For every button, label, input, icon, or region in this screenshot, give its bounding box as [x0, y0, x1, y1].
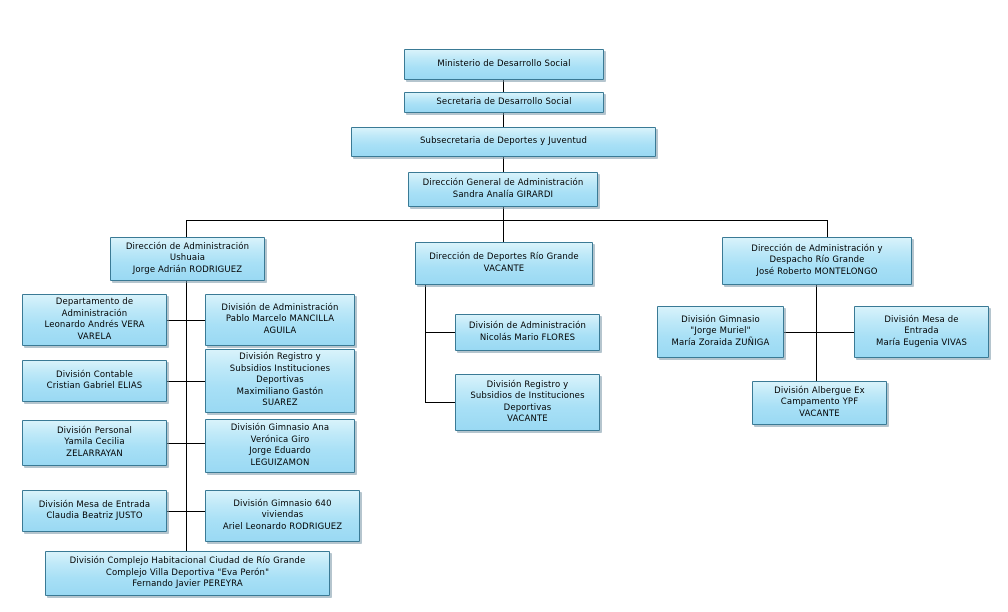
node-division-administracion-rio-grande[interactable]: División de Administración Nicolás Mario… — [455, 314, 600, 351]
node-subsecretaria-deportes-juventud[interactable]: Subsecretaria de Deportes y Juventud — [351, 127, 656, 157]
node-division-complejo-habitacional[interactable]: División Complejo Habitacional Ciudad de… — [45, 551, 330, 596]
connector-deportes-rg-spine — [425, 285, 426, 403]
node-division-administracion-ushuaia[interactable]: División de Administración Pablo Marcelo… — [205, 294, 355, 346]
node-division-personal[interactable]: División Personal Yamila Cecilia ZELARRA… — [22, 420, 167, 466]
node-division-mesa-entrada-ushuaia[interactable]: División Mesa de Entrada Claudia Beatriz… — [22, 490, 167, 532]
node-departamento-administracion[interactable]: Departamento de Administración Leonardo … — [22, 294, 167, 346]
connector-secretaria-subsecretaria — [503, 113, 504, 127]
node-label: Dirección de Administración y Despacho R… — [751, 243, 883, 277]
connector-ushuaia-spine — [186, 281, 187, 566]
node-division-gimnasio-640-viviendas[interactable]: División Gimnasio 640 viviendas Ariel Le… — [205, 490, 360, 542]
node-label: División Personal Yamila Cecilia ZELARRA… — [56, 425, 133, 459]
node-label: Dirección de Administración Ushuaia Jorg… — [125, 241, 250, 275]
node-division-contable[interactable]: División Contable Cristian Gabriel ELIAS — [22, 360, 167, 402]
node-label: Dirección General de Administración Sand… — [422, 178, 584, 200]
connector-drop-despacho-rg — [827, 220, 828, 237]
node-division-registro-subsidios-ushuaia[interactable]: División Registro y Subsidios Institucio… — [205, 349, 355, 413]
node-direccion-deportes-rio-grande[interactable]: Dirección de Deportes Río Grande VACANTE — [415, 242, 593, 285]
node-label: Subsecretaria de Deportes y Juventud — [419, 136, 588, 147]
connector-ushuaia-stub-3-right — [186, 443, 205, 444]
connector-ushuaia-stub-2-right — [186, 381, 205, 382]
connector-despacho-rg-stub-left — [784, 332, 816, 333]
connector-ushuaia-stub-4-left — [167, 511, 186, 512]
node-division-gimnasio-ana-veronica-giro[interactable]: División Gimnasio Ana Verónica Giro Jorg… — [205, 419, 355, 473]
connector-despacho-rg-stub-right — [816, 332, 854, 333]
node-direccion-administracion-ushuaia[interactable]: Dirección de Administración Ushuaia Jorg… — [110, 237, 265, 281]
node-division-registro-subsidios-rio-grande[interactable]: División Registro y Subsidios de Institu… — [455, 374, 600, 431]
connector-ushuaia-stub-3-left — [167, 443, 186, 444]
node-division-gimnasio-jorge-muriel[interactable]: División Gimnasio "Jorge Muriel" María Z… — [657, 306, 784, 358]
node-direccion-administracion-despacho-rio-grande[interactable]: Dirección de Administración y Despacho R… — [722, 237, 912, 285]
node-label: Dirección de Deportes Río Grande VACANTE — [429, 252, 579, 274]
node-division-albergue-ex-campamento-ypf[interactable]: División Albergue Ex Campamento YPF VACA… — [752, 381, 887, 425]
connector-direccion-general-down — [503, 207, 504, 220]
connector-drop-deportes-rg — [503, 220, 504, 242]
connector-level3-distributor — [186, 220, 828, 221]
node-label: Ministerio de Desarrollo Social — [437, 58, 571, 69]
connector-drop-ushuaia — [186, 220, 187, 237]
node-label: División Registro y Subsidios Institucio… — [229, 352, 331, 409]
node-label: División Mesa de Entrada María Eugenia V… — [875, 314, 967, 348]
node-label: División Gimnasio "Jorge Muriel" María Z… — [671, 314, 770, 348]
node-label: División de Administración Nicolás Mario… — [468, 321, 587, 343]
node-label: División Albergue Ex Campamento YPF VACA… — [774, 385, 865, 419]
node-direccion-general-administracion[interactable]: Dirección General de Administración Sand… — [408, 172, 598, 207]
connector-deportes-rg-stub-2 — [425, 402, 455, 403]
connector-ushuaia-stub-1-left — [167, 320, 186, 321]
node-label: División Registro y Subsidios de Institu… — [470, 379, 585, 425]
node-secretaria-desarrollo-social[interactable]: Secretaria de Desarrollo Social — [404, 92, 604, 113]
node-label: División Gimnasio 640 viviendas Ariel Le… — [222, 498, 343, 532]
node-label: División Contable Cristian Gabriel ELIAS — [46, 369, 143, 392]
connector-ushuaia-stub-1-right — [186, 320, 205, 321]
node-label: División Complejo Habitacional Ciudad de… — [69, 556, 306, 590]
connector-deportes-rg-stub-1 — [425, 332, 455, 333]
node-label: División Gimnasio Ana Verónica Giro Jorg… — [230, 423, 330, 468]
node-label: División Mesa de Entrada Claudia Beatriz… — [38, 499, 151, 522]
node-label: Departamento de Administración Leonardo … — [44, 297, 145, 342]
node-division-mesa-entrada-rio-grande[interactable]: División Mesa de Entrada María Eugenia V… — [854, 306, 989, 358]
connector-ministerio-secretaria — [503, 80, 504, 92]
connector-subsecretaria-direccion-general — [503, 157, 504, 172]
connector-ushuaia-stub-2-left — [167, 381, 186, 382]
connector-despacho-rg-spine — [816, 285, 817, 381]
connector-ushuaia-stub-4-right — [186, 511, 205, 512]
node-label: División de Administración Pablo Marcelo… — [221, 302, 339, 336]
node-ministerio-desarrollo-social[interactable]: Ministerio de Desarrollo Social — [404, 49, 604, 80]
node-label: Secretaria de Desarrollo Social — [436, 96, 572, 107]
